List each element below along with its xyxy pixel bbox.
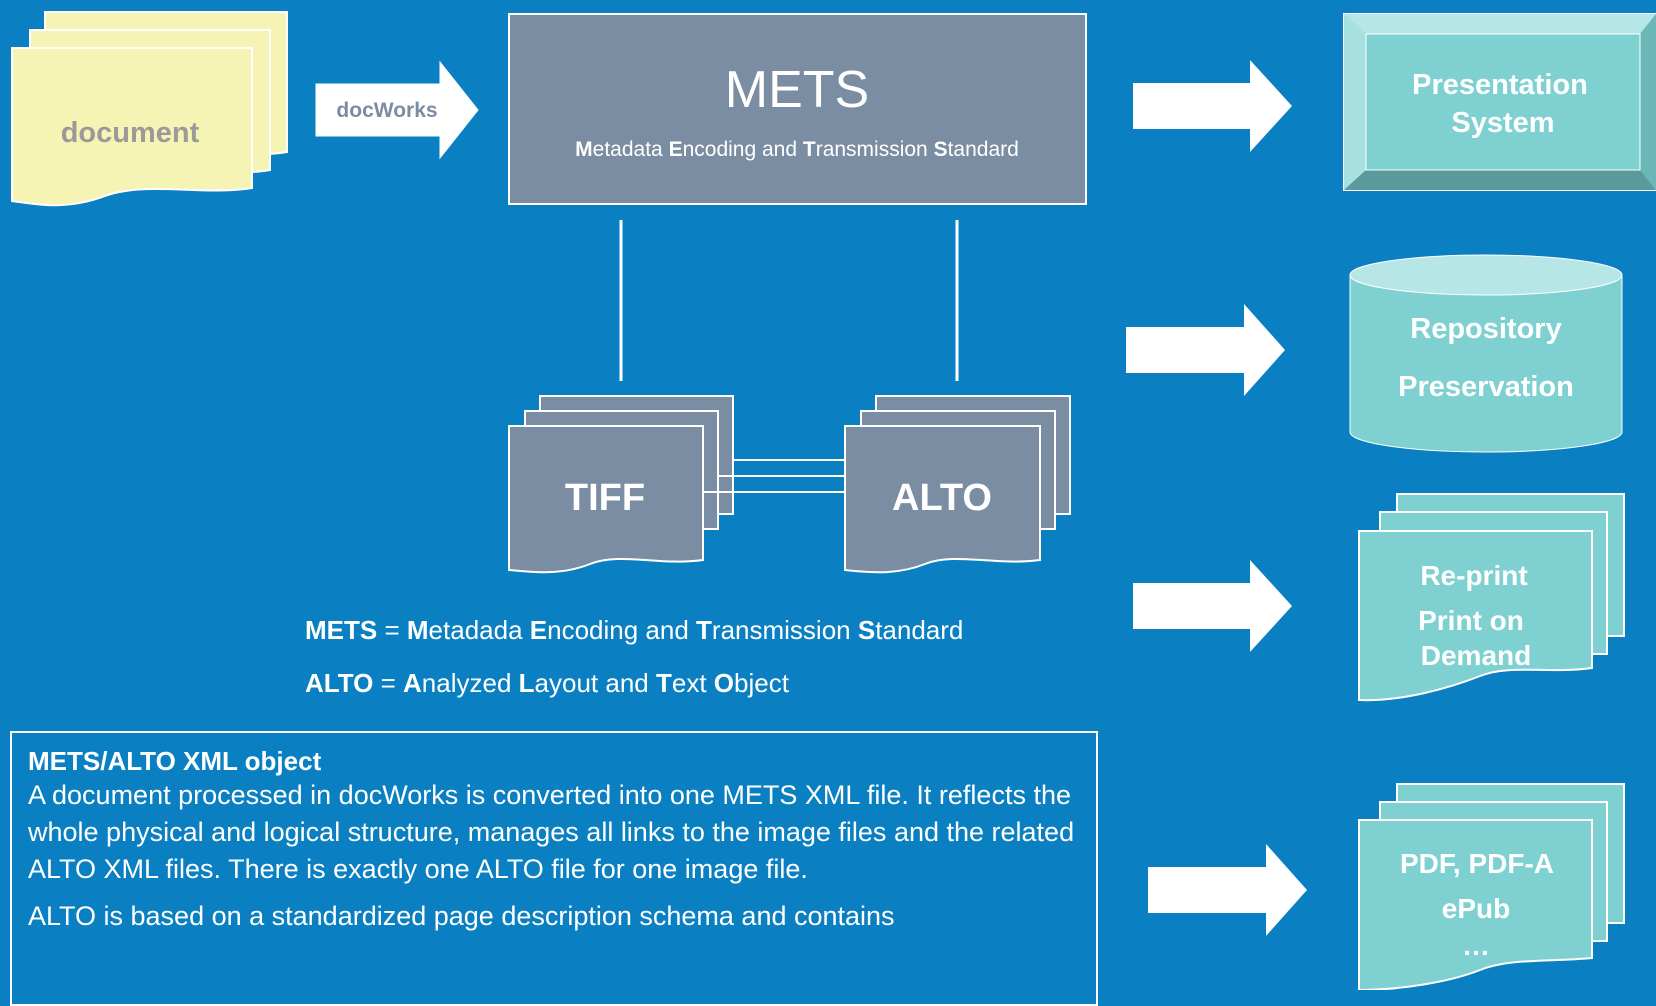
legend-alto-eq: =: [373, 668, 404, 698]
legend-mets-rest: ransmission: [711, 615, 858, 645]
tiff-label: TIFF: [565, 477, 645, 519]
legend-alto-rest: nalyzed: [421, 668, 519, 698]
pdf-line3: …: [1462, 930, 1490, 961]
legend-alto-term: ALTO: [305, 668, 374, 698]
mets-subtitle-initial: M: [575, 138, 593, 161]
info-title: METS/ALTO XML object: [28, 746, 322, 776]
legend-alto-rest: ext: [671, 668, 714, 698]
pdf-stack: PDF, PDF-A ePub …: [1358, 783, 1625, 990]
mets-subtitle-rest: ransmission: [816, 138, 934, 161]
arrow-to-presentation: [1133, 60, 1292, 152]
legend-mets-term: METS: [305, 615, 378, 645]
legend-alto: ALTO = Analyzed Layout and Text Object: [305, 668, 789, 699]
legend-mets-rest: ncoding and: [547, 615, 697, 645]
arrow-to-pdf: [1148, 844, 1307, 936]
legend-alto-initial: A: [403, 668, 422, 698]
docworks-arrow: docWorks: [315, 60, 479, 160]
legend-alto-rest: bject: [734, 668, 789, 698]
mets-title: METS: [725, 61, 869, 119]
mets-subtitle-rest: tandard: [948, 138, 1019, 161]
legend-mets-initial: S: [857, 615, 876, 645]
presentation-line1: Presentation: [1412, 69, 1588, 101]
pdf-line2: ePub: [1442, 893, 1510, 924]
mets-box: METS Metadata Encoding and Transmission …: [508, 13, 1087, 205]
legend-mets: METS = Metadada Encoding and Transmissio…: [305, 615, 963, 646]
arrow-to-reprint: [1133, 560, 1292, 652]
repository-line1: Repository: [1410, 313, 1561, 345]
legend-mets-rest: etadada: [428, 615, 530, 645]
alto-label: ALTO: [892, 477, 992, 519]
info-box: METS/ALTO XML object A document processe…: [10, 731, 1098, 1006]
mets-subtitle-initial: S: [934, 138, 948, 161]
legend-mets-rest: tandard: [875, 615, 964, 645]
repository-line2: Preservation: [1398, 371, 1574, 403]
legend-mets-expansion: Metadada Encoding and Transmission Stand…: [407, 615, 964, 645]
legend-alto-initial: O: [713, 668, 735, 698]
reprint-line2: Print on: [1418, 605, 1524, 636]
mets-subtitle-initial: T: [803, 138, 816, 161]
tiff-alto-link: [703, 459, 845, 493]
presentation-line2: System: [1451, 107, 1554, 139]
arrow-to-repository: [1126, 304, 1285, 396]
legend-mets-initial: M: [406, 615, 429, 645]
legend-mets-initial: E: [529, 615, 548, 645]
legend-alto-rest: ayout and: [534, 668, 656, 698]
mets-subtitle-rest: ncoding and: [683, 138, 803, 161]
legend-alto-initial: T: [655, 668, 672, 698]
alto-stack: ALTO: [844, 395, 1071, 574]
info-paragraph-1: A document processed in docWorks is conv…: [28, 780, 1075, 884]
info-paragraph-2: ALTO is based on a standardized page des…: [28, 901, 895, 931]
presentation-system-box: Presentation System: [1343, 13, 1656, 191]
document-stack: document: [11, 11, 288, 207]
docworks-label: docWorks: [336, 99, 437, 122]
mets-subtitle-rest: etadata: [593, 138, 669, 161]
mets-subtitle: Metadata Encoding and Transmission Stand…: [575, 138, 1019, 161]
repository-cylinder: Repository Preservation: [1349, 254, 1623, 453]
document-label: document: [61, 117, 200, 149]
mets-subtitle-initial: E: [669, 138, 683, 161]
reprint-stack: Re-print Print on Demand: [1358, 493, 1625, 702]
reprint-line1: Re-print: [1420, 560, 1527, 591]
pdf-line1: PDF, PDF-A: [1400, 848, 1554, 879]
tiff-stack: TIFF: [508, 395, 734, 574]
legend-mets-eq: =: [377, 615, 407, 645]
reprint-line3: Demand: [1421, 640, 1531, 671]
legend-alto-initial: L: [518, 668, 535, 698]
legend-alto-expansion: Analyzed Layout and Text Object: [403, 668, 789, 698]
legend-mets-initial: T: [696, 615, 712, 645]
